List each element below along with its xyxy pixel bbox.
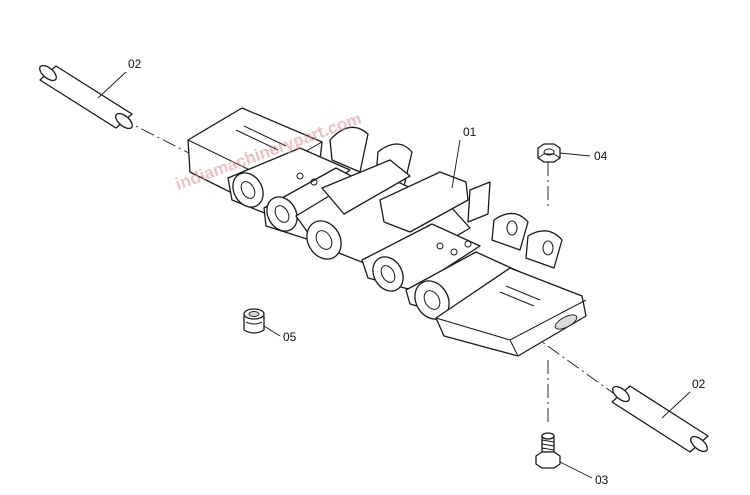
leader-pin-left	[97, 71, 127, 99]
nut	[537, 143, 561, 163]
leader-pin-right	[661, 391, 691, 419]
leader-bolt	[559, 461, 593, 479]
pin-right	[611, 385, 709, 453]
callout-bolt: 03	[595, 473, 609, 487]
leader-nut	[559, 152, 591, 157]
spacer	[243, 308, 265, 334]
leader-lines	[97, 71, 691, 479]
callout-nut: 04	[594, 149, 608, 163]
callout-pin-left: 02	[128, 57, 142, 71]
leader-segment	[451, 139, 461, 189]
track-segment	[187, 107, 587, 357]
callout-segment: 01	[463, 125, 477, 139]
bolt	[535, 432, 561, 469]
leader-spacer	[263, 325, 281, 337]
callout-spacer: 05	[283, 330, 297, 344]
pin-left	[39, 64, 133, 130]
callout-pin-right: 02	[692, 377, 706, 391]
